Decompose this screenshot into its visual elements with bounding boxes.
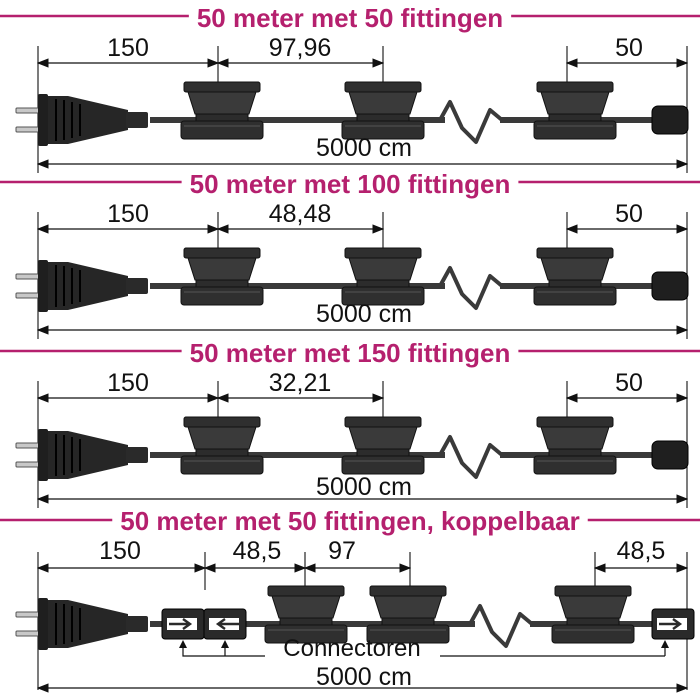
panel-2-socket-last-icon: [533, 247, 617, 306]
panel-2-socket-1-icon: [180, 247, 264, 306]
panel-1-socket-last-icon: [533, 81, 617, 140]
panel-4-dim-spacing: 97: [328, 537, 356, 565]
panel-4-cable-break-zigzag-icon: [468, 604, 534, 648]
panel-1-dim-plug: 150: [107, 34, 149, 62]
panel-1-plug-icon: [15, 93, 149, 147]
panel-2-title: 50 meter met 100 fittingen: [190, 169, 511, 199]
panel-3-dim-plug: 150: [107, 369, 149, 397]
panel-1-cable-break-zigzag-icon: [438, 100, 504, 144]
panel-4-connectors-label: Connectoren: [283, 635, 420, 662]
panel-3-dim-end: 50: [615, 369, 643, 397]
panel-1-dim-end: 50: [615, 34, 643, 62]
panel-2-dim-plug: 150: [107, 200, 149, 228]
panel-2-dim-spacing: 48,48: [269, 200, 332, 228]
panel-4-connector-pointer-left-head: [179, 640, 187, 648]
panel-4-dim-end: 48,5: [617, 537, 666, 565]
panel-2-cable-break-zigzag-icon: [438, 266, 504, 310]
panel-4-dim-first-spacing: 48,5: [233, 537, 282, 565]
panel-1-socket-2-icon: [341, 81, 425, 140]
panel-4-dim-plug: 150: [99, 537, 141, 565]
panel-3-dim-spacing: 32,21: [269, 369, 332, 397]
panel-3-cable-break-zigzag-icon: [438, 435, 504, 479]
panel-4-end-connector-arrow-icon: [659, 618, 683, 630]
panel-4-title: 50 meter met 50 fittingen, koppelbaar: [120, 506, 579, 536]
panel-4-connector-pointer-right-head: [221, 640, 229, 648]
panel-1-socket-1-icon: [180, 81, 264, 140]
panel-2-total-length: 5000 cm: [316, 300, 412, 328]
panel-4-socket-last-icon: [551, 585, 635, 644]
panel-1-dim-spacing: 97,96: [269, 34, 332, 62]
panel-1-end-cap-icon: [651, 105, 689, 135]
panel-4-connector-right-arrow-icon: [169, 618, 193, 630]
panel-3-plug-icon: [15, 428, 149, 482]
panel-2-end-cap-icon: [651, 271, 689, 301]
panel-2-plug-icon: [15, 259, 149, 313]
panel-3-title: 50 meter met 150 fittingen: [190, 338, 511, 368]
panel-4-connector-left-arrow-icon: [215, 618, 239, 630]
panel-4-total-length: 5000 cm: [316, 663, 412, 691]
panel-1-title: 50 meter met 50 fittingen: [197, 3, 503, 33]
panel-3-end-cap-icon: [651, 440, 689, 470]
panel-3-socket-1-icon: [180, 416, 264, 475]
panel-3-socket-last-icon: [533, 416, 617, 475]
layer-text: 50 meter met 50 fittingen 150 97,96 50 5…: [99, 3, 665, 691]
panel-3-socket-2-icon: [341, 416, 425, 475]
panel-2-socket-2-icon: [341, 247, 425, 306]
layer-lines: [0, 14, 700, 693]
panel-3-total-length: 5000 cm: [316, 473, 412, 501]
layer-parts: [15, 81, 695, 651]
panel-1-total-length: 5000 cm: [316, 134, 412, 162]
panel-4-plug-icon: [15, 597, 149, 651]
panel-2-dim-end: 50: [615, 200, 643, 228]
panel-4-connector-pointer-end-head: [661, 640, 669, 648]
